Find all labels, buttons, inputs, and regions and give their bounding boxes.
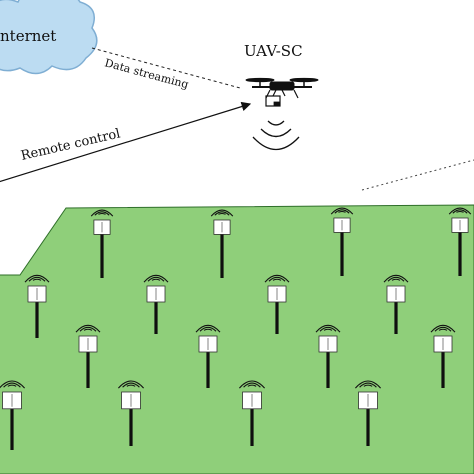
sensor-node-3 [330, 207, 354, 276]
sensor-field [0, 204, 474, 474]
data-streaming-label: Data streaming [103, 56, 190, 91]
wireless-signal-icon [430, 324, 456, 333]
wireless-signal-icon [75, 324, 101, 333]
drone-icon [245, 77, 319, 107]
sensor-node-2 [210, 209, 234, 278]
sensor-node-15 [238, 380, 266, 446]
wireless-signal-icon [143, 274, 169, 283]
sensor-node-10 [195, 324, 221, 388]
uav-signal-icon [252, 120, 300, 151]
wireless-signal-icon [354, 380, 382, 389]
wireless-signal-icon [383, 274, 409, 283]
wireless-signal-icon [0, 380, 26, 389]
wireless-signal-icon [24, 274, 50, 283]
sensor-node-12 [430, 324, 456, 388]
internet-label: nternet [0, 27, 56, 45]
wireless-signal-icon [238, 380, 266, 389]
cloud-icon [0, 0, 98, 75]
sensor-node-5 [24, 274, 50, 338]
sensor-node-1 [90, 209, 114, 278]
sensor-nodes [0, 207, 472, 450]
sensor-node-13 [0, 380, 26, 450]
wireless-signal-icon [117, 380, 145, 389]
dotted-link-line [361, 159, 474, 191]
sensor-node-9 [75, 324, 101, 388]
sensor-node-7 [264, 274, 290, 334]
wireless-signal-icon [330, 207, 354, 215]
wireless-signal-icon [448, 207, 472, 215]
remote-control-arrow [0, 101, 252, 183]
sensor-node-8 [383, 274, 409, 334]
wireless-signal-icon [90, 209, 114, 217]
data-streaming-line [91, 47, 241, 89]
wireless-signal-icon [315, 324, 341, 333]
wireless-signal-icon [195, 324, 221, 333]
sensor-node-14 [117, 380, 145, 446]
sensor-node-16 [354, 380, 382, 446]
wireless-signal-icon [210, 209, 234, 217]
remote-control-label: Remote control [20, 126, 122, 163]
uav-label: UAV-SC [244, 42, 303, 60]
wireless-signal-icon [264, 274, 290, 283]
sensor-node-6 [143, 274, 169, 334]
sensor-node-4 [448, 207, 472, 276]
sensor-node-11 [315, 324, 341, 388]
